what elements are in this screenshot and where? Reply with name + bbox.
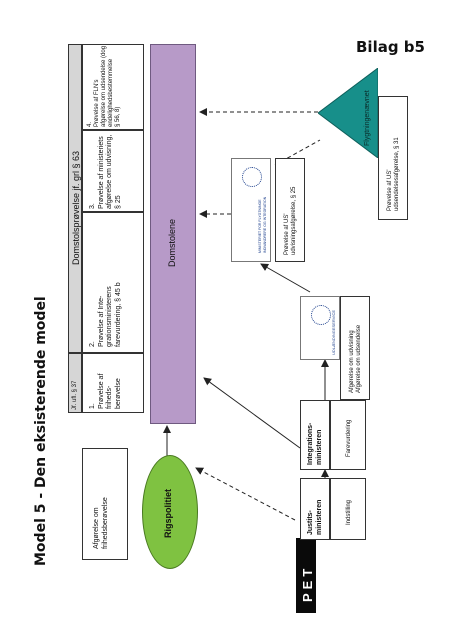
domstolene-box: Domstolene: [150, 44, 196, 424]
justits-box: Justits-ministeren: [300, 478, 330, 540]
provelse-31-text: Prøvelse af US'udsendelsesafgørelse, § 3…: [387, 137, 400, 211]
review-box-1: 1.Prøvelse af friheds-berøvelse: [82, 353, 144, 413]
ministeriet-crown-icon: [242, 167, 262, 187]
page-heading: Bilag b5: [356, 38, 425, 56]
provelse-25-box: Prøvelse af US'udvisningsafgørelse, § 25: [275, 158, 305, 262]
review-box-4-text: 4.Prøvelse af FLN's afgørelse om udsende…: [87, 45, 121, 127]
integration-box: Integrations-ministeren: [300, 400, 330, 470]
review-box-1-text: 1.Prøvelse af friheds-berøvelse: [89, 373, 122, 409]
header-jf-ufl: Jf. ufl. § 37: [68, 353, 82, 413]
pet-logo: PET: [296, 538, 316, 613]
provelse-25-text: Prøvelse af US'udvisningsafgørelse, § 25: [284, 186, 297, 255]
udl-logo-text: UDLÆNDINGESERVICE: [331, 309, 336, 355]
indstilling-box: Indstilling: [330, 478, 366, 540]
review-box-3-text: 3.Prøvelse af ministeriets afgørelse om …: [89, 134, 122, 209]
flygtninge-label: Flygtningenævnet: [364, 90, 371, 146]
header-domstol: Domstolsprøvelse jf. grl § 63: [68, 44, 82, 353]
header-jf-text: Jf. ufl. § 37: [72, 380, 78, 410]
review-box-4: 4.Prøvelse af FLN's afgørelse om udsende…: [82, 44, 144, 130]
rigspolitiet-label: Rigspolitiet: [163, 489, 173, 538]
review-box-3: 3.Prøvelse af ministeriets afgørelse om …: [82, 130, 144, 212]
integration-label: Integrations-ministeren: [307, 422, 323, 465]
farevurdering-label: Farevurdering: [346, 419, 352, 457]
indstilling-label: Indstilling: [346, 499, 352, 525]
udlaendingeservice-logo: UDLÆNDINGESERVICE: [300, 296, 340, 360]
farevurdering-box: Farevurdering: [330, 400, 366, 470]
domstolene-label: Domstolene: [167, 218, 177, 267]
rigspolitiet-node: Rigspolitiet: [142, 455, 198, 569]
flygtninge-node: Flygtningenævnet: [317, 67, 379, 159]
udl-emblem-icon: [311, 305, 331, 325]
provelse-31-box: Prøvelse af US'udsendelsesafgørelse, § 3…: [378, 96, 408, 220]
header-domstol-text: Domstolsprøvelse jf. grl § 63: [71, 150, 81, 265]
pet-logo-text: PET: [300, 564, 315, 602]
justits-label: Justits-ministeren: [307, 499, 323, 535]
